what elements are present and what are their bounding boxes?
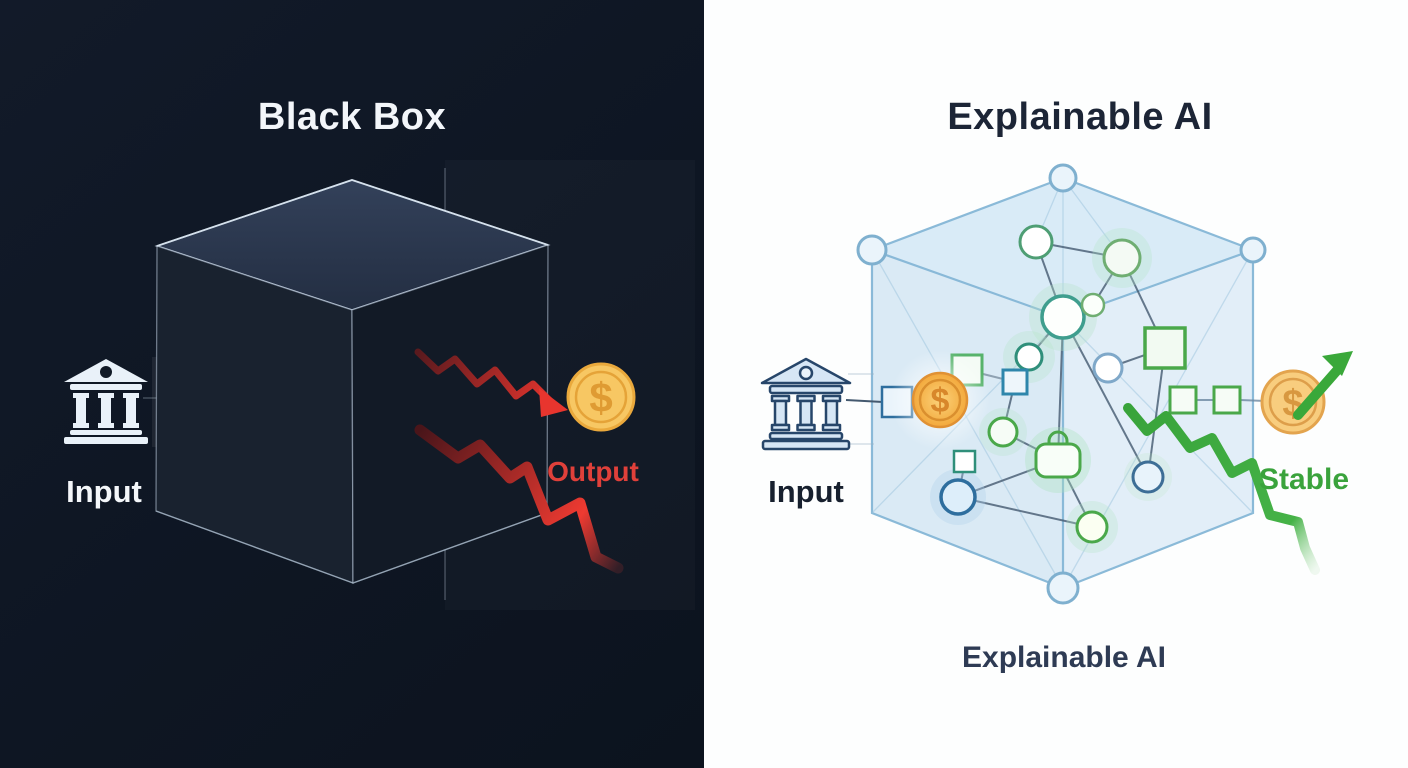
output-coin-icon: $ [566,362,636,432]
bank-icon [760,357,852,451]
lock-node-icon [1034,430,1082,479]
stable-label: Stable [1258,463,1350,496]
explainable-ai-scene: $ $ [760,163,1353,605]
explainable-ai-caption: Explainable AI [962,641,1166,674]
output-feature-square-2 [1212,385,1242,415]
input-label: Input [768,474,844,509]
input-label: Input [66,474,142,509]
stable-zigzag-icon [1123,403,1320,575]
input-coin-symbol: $ [931,382,950,420]
crash-zigzag-icon [414,424,624,574]
input-connector-lines [845,373,884,445]
black-box-cube [154,179,551,584]
black-box-title: Black Box [257,96,447,138]
output-coin-symbol: $ [589,374,612,421]
black-box-panel: $ $ [0,0,704,768]
growth-arrow-icon [1293,351,1353,420]
explainable-ai-panel: $ $ [704,0,1408,768]
declining-arrow-icon [414,348,568,417]
bank-icon [64,359,148,444]
black-box-scene: $ $ [64,168,636,600]
cube-vertex-nodes [856,163,1267,605]
input-coin-icon: $ [890,350,990,450]
explainable-ai-title: Explainable AI [947,96,1213,138]
output-feature-square-1 [1168,385,1198,415]
output-label: Output [547,456,639,487]
